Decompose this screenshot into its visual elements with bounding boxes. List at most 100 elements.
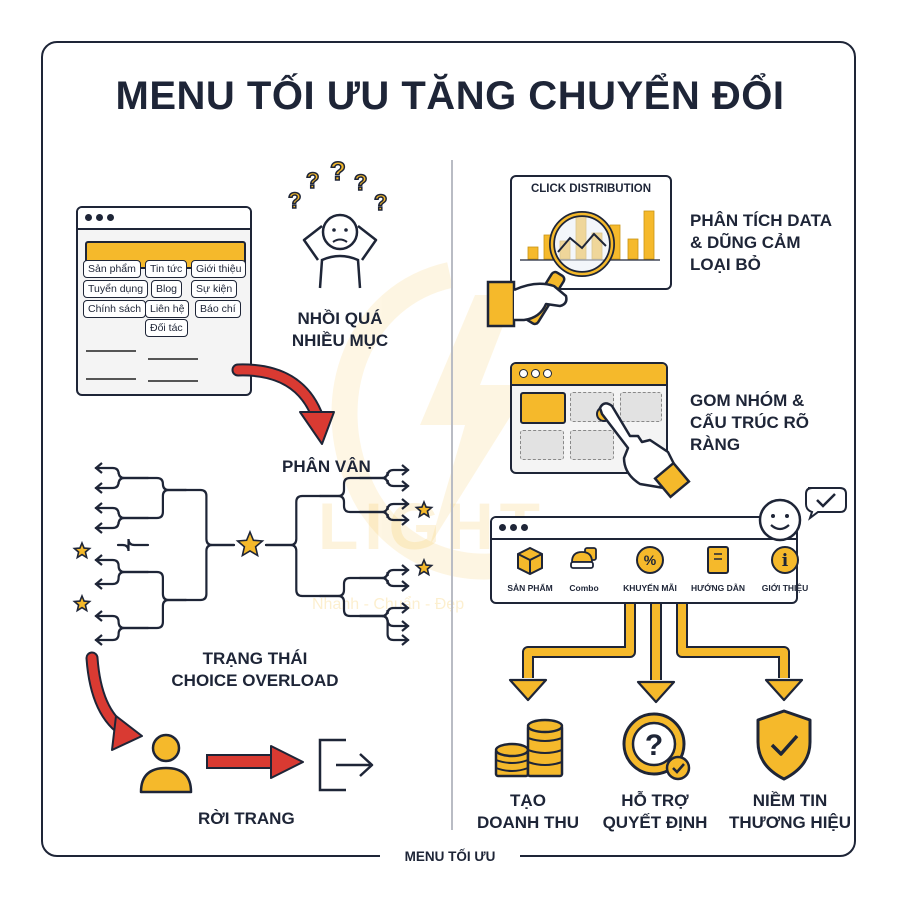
nav-item-label: HƯỚNG DẪN (691, 583, 745, 593)
chart-title: CLICK DISTRIBUTION (530, 183, 652, 195)
outcome-label-line: HỖ TRỢ (621, 791, 689, 810)
menu-item-pill: Chính sách (83, 300, 147, 318)
svg-text:?: ? (374, 190, 387, 215)
star-icon (414, 499, 434, 519)
outcome-label-line: DOANH THU (477, 813, 579, 832)
choice-overload-label: TRẠNG THÁI CHOICE OVERLOAD (160, 648, 350, 692)
window-titlebar (78, 208, 250, 230)
magnifier-hand-icon (486, 211, 615, 328)
star-icon (72, 540, 92, 560)
window-dot-icon (519, 369, 528, 378)
outcome-revenue-label: TẠO DOANH THU (463, 790, 593, 834)
text-lines (148, 358, 198, 382)
svg-text:?: ? (330, 156, 346, 186)
overload-label-line: NHIỀU MỤC (291, 331, 389, 350)
star-icon (414, 557, 434, 577)
chart-bar (643, 210, 655, 260)
analyze-label: PHÂN TÍCH DATA & DŨNG CẢM LOẠI BỎ (690, 210, 832, 276)
outcome-label-line: NIỀM TIN (752, 791, 828, 810)
svg-text:?: ? (645, 729, 663, 762)
leave-page-label: RỜI TRANG (198, 809, 295, 828)
nav-item-label: GIỚI THIỆU (761, 583, 809, 593)
outcome-trust-label: NIỀM TIN THƯƠNG HIỆU (725, 790, 855, 834)
window-titlebar (512, 364, 666, 386)
flow-arrow-icon (636, 604, 676, 704)
outcome-decision-label: HỖ TRỢ QUYẾT ĐỊNH (590, 790, 720, 834)
flow-arrow-icon (508, 604, 636, 702)
menu-item-pill: Blog (151, 280, 183, 298)
overload-label-line: NHỒI QUÁ (297, 309, 383, 328)
user-icon (139, 733, 193, 794)
infographic-frame (41, 41, 856, 857)
group-tile (570, 430, 614, 460)
page-title: MENU TỐI ƯU TĂNG CHUYỂN ĐỔI (115, 74, 785, 118)
red-curved-arrow-icon (231, 363, 335, 445)
question-check-icon: ? (622, 712, 691, 781)
combo-icon (570, 547, 597, 569)
discount-icon: % (636, 546, 664, 574)
exit-icon (318, 738, 374, 792)
chart-bar (627, 238, 639, 260)
window-dot-icon (531, 369, 540, 378)
menu-item-pill: Sản phẩm (83, 260, 141, 278)
window-dot-icon (521, 524, 528, 531)
menu-item-pill: Đối tác (145, 319, 188, 337)
group-tile-active (520, 392, 566, 424)
svg-text:?: ? (306, 168, 319, 193)
state-label-line: TRẠNG THÁI (202, 649, 308, 668)
shield-check-icon (756, 709, 812, 781)
grouping-window (510, 362, 668, 474)
window-titlebar (492, 518, 796, 540)
group-label-line: GOM NHÓM & (690, 391, 805, 410)
smiley-icon (758, 487, 847, 542)
group-label: GOM NHÓM & CẤU TRÚC RÕ RÀNG (690, 390, 809, 456)
red-curved-arrow-icon (85, 651, 143, 751)
confused-person-icon: ? ? ? ? ? (287, 155, 388, 289)
group-label-line: RÀNG (690, 435, 741, 454)
footer-label: MENU TỐI ƯU (380, 845, 520, 869)
hesitation-label: PHÂN VÂN (282, 457, 371, 476)
box-icon (517, 546, 543, 576)
window-dot-icon (510, 524, 517, 531)
window-dot-icon (543, 369, 552, 378)
outcome-label-line: QUYẾT ĐỊNH (602, 813, 708, 832)
window-dot-icon (107, 214, 114, 221)
window-dot-icon (85, 214, 92, 221)
flow-arrow-icon (676, 604, 804, 702)
outcome-label-line: TẠO (510, 791, 546, 810)
overload-label: NHỒI QUÁ NHIỀU MỤC (270, 308, 410, 352)
menu-item-pill: Tin tức (145, 260, 188, 278)
menu-item-pill: Sự kiện (191, 280, 238, 298)
watermark-tagline: Nhanh - Chuẩn - Đẹp (312, 596, 465, 613)
coins-icon (494, 718, 564, 778)
text-lines (86, 350, 136, 380)
analyze-label-line: LOẠI BỎ (690, 255, 761, 274)
window-dot-icon (96, 214, 103, 221)
pointing-hand-icon (596, 402, 691, 499)
menu-item-pill: Báo chí (195, 300, 241, 318)
menu-item-pill: Tuyển dụng (83, 280, 149, 298)
menu-item-pill: Giới thiệu (191, 260, 247, 278)
book-icon (707, 546, 729, 574)
menu-item-pill: Liên hệ (145, 300, 190, 318)
svg-text:%: % (644, 552, 657, 568)
column-divider (451, 160, 453, 830)
analyze-label-line: & DŨNG CẢM (690, 233, 801, 252)
tree-branches (94, 462, 410, 646)
red-arrow-icon (206, 745, 304, 779)
svg-text:i: i (782, 551, 789, 571)
analyze-label-line: PHÂN TÍCH DATA (690, 211, 832, 230)
svg-text:?: ? (288, 188, 301, 213)
star-icon (72, 593, 92, 613)
nav-item-label: SẢN PHẨM (507, 583, 553, 593)
group-tile (520, 430, 564, 460)
state-label-line: CHOICE OVERLOAD (171, 671, 339, 690)
chart-bar (527, 246, 539, 260)
nav-item-label: Combo (569, 583, 599, 593)
svg-text:?: ? (354, 170, 367, 195)
group-label-line: CẤU TRÚC RÕ (690, 413, 809, 432)
